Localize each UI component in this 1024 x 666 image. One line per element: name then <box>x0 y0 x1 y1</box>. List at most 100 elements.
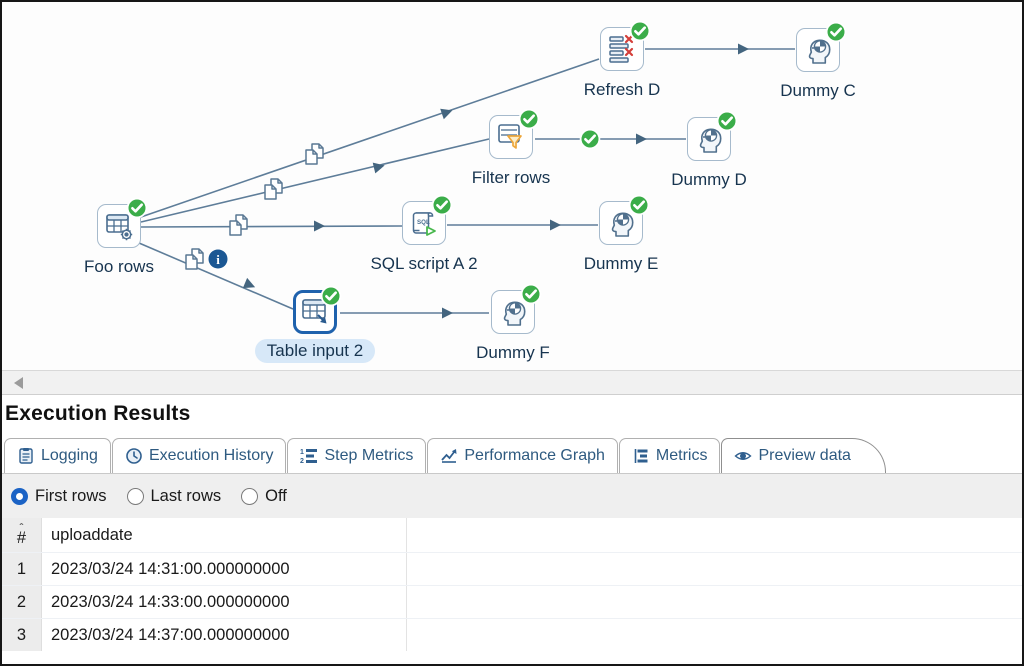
hops-layer: i <box>138 43 795 319</box>
uploaddate-cell[interactable]: 2023/03/24 14:37:00.000000000 <box>42 619 407 651</box>
svg-text:1: 1 <box>300 449 304 456</box>
svg-text:SQL: SQL <box>417 219 430 226</box>
radio-first-rows[interactable]: First rows <box>11 487 107 506</box>
radio-last-rows[interactable]: Last rows <box>126 486 222 506</box>
empty-cell <box>407 586 1022 618</box>
step-dummy-c[interactable]: Dummy C <box>748 21 888 101</box>
step-dummy-d[interactable]: Dummy D <box>639 110 779 190</box>
step-label: Dummy E <box>583 254 659 273</box>
step-dummy-e[interactable]: Dummy E <box>551 194 691 274</box>
table-row[interactable]: 1 2023/03/24 14:31:00.000000000 <box>2 552 1022 585</box>
preview-data-table: ˆ # uploaddate 1 2023/03/24 14:31:00.000… <box>2 518 1022 662</box>
tab-step-metrics[interactable]: 1 2 Step Metrics <box>287 438 427 473</box>
dummy-icon <box>491 283 542 334</box>
transformation-canvas[interactable]: i <box>2 2 1022 371</box>
svg-text:i: i <box>216 252 220 267</box>
table-header-filler <box>407 518 1022 552</box>
metrics-icon <box>634 449 648 463</box>
step-label: SQL script A 2 <box>370 254 478 273</box>
hop-foo-rows-sql-script[interactable] <box>140 225 403 228</box>
svg-text:2: 2 <box>300 458 304 465</box>
tab-logging[interactable]: Logging <box>4 438 111 473</box>
step-dummy-f[interactable]: Dummy F <box>443 283 583 363</box>
dummy-icon <box>599 194 650 245</box>
results-tab-bar: Logging Execution History 1 2 Step Metri… <box>2 435 1022 473</box>
radio-selected-icon[interactable] <box>11 487 28 505</box>
row-number-cell[interactable]: 1 <box>2 553 42 585</box>
radio-off[interactable]: Off <box>241 487 287 506</box>
step-refresh-d[interactable]: Refresh D <box>552 20 692 100</box>
hop-success-check-icon <box>579 128 601 150</box>
hop-foo-rows-filter-rows[interactable] <box>140 138 490 223</box>
success-badge-icon <box>320 285 342 307</box>
canvas-horizontal-scrollbar[interactable] <box>2 371 1022 395</box>
step-label: Dummy C <box>780 81 856 100</box>
radio-label: First rows <box>35 486 107 505</box>
table-row[interactable]: 2 2023/03/24 14:33:00.000000000 <box>2 585 1022 618</box>
tab-label: Step Metrics <box>324 447 414 464</box>
step-label: Refresh D <box>583 80 661 99</box>
table-row[interactable]: 3 2023/03/24 14:37:00.000000000 <box>2 618 1022 651</box>
step-label: Foo rows <box>84 257 154 276</box>
success-badge-icon <box>520 283 542 305</box>
tab-label: Logging <box>41 447 98 464</box>
tab-metrics[interactable]: Metrics <box>618 438 721 473</box>
logging-icon <box>19 448 33 464</box>
uploaddate-cell[interactable]: 2023/03/24 14:33:00.000000000 <box>42 586 407 618</box>
tab-label: Preview data <box>758 447 851 464</box>
dummy-icon <box>796 21 847 72</box>
empty-cell <box>407 619 1022 651</box>
tab-execution-history[interactable]: Execution History <box>111 438 287 473</box>
uploaddate-cell[interactable]: 2023/03/24 14:31:00.000000000 <box>42 553 407 585</box>
execution-results-title: Execution Results <box>5 402 191 425</box>
tab-label: Execution History <box>148 447 274 464</box>
success-badge-icon <box>431 194 453 216</box>
radio-label: Last rows <box>150 486 222 505</box>
empty-cell <box>407 553 1022 585</box>
radio-label: Off <box>265 486 287 505</box>
hop-foo-rows-table-input-2[interactable] <box>138 242 294 310</box>
hop-arrow-icon <box>242 277 256 289</box>
tab-label: Performance Graph <box>464 447 605 464</box>
delete-rows-icon <box>600 20 651 71</box>
table-input-gear-icon <box>97 197 148 248</box>
success-badge-icon <box>126 197 148 219</box>
hop-arrow-icon <box>372 162 385 174</box>
hop-arrow-icon <box>442 307 453 319</box>
filter-rows-icon <box>489 108 540 159</box>
sql-script-icon: SQL <box>402 194 453 245</box>
copy-files-icon <box>229 214 248 236</box>
step-label: Dummy F <box>476 343 550 362</box>
scroll-left-icon[interactable] <box>14 377 23 389</box>
step-filter-rows[interactable]: Filter rows <box>441 108 581 188</box>
step-sql-script-a-2[interactable]: SQL SQL script A 2 <box>354 194 494 274</box>
step-label: Table input 2 <box>254 339 376 363</box>
preview-data-icon <box>734 452 753 460</box>
hop-arrow-icon <box>314 220 325 232</box>
execution-results-header: Execution Results <box>2 395 1022 435</box>
step-metrics-icon: 1 2 <box>300 449 318 465</box>
hop-arrow-icon <box>738 43 749 55</box>
hop-arrow-icon <box>440 108 453 120</box>
info-hop-icon: i <box>208 249 228 269</box>
row-number-header[interactable]: ˆ # <box>2 518 42 552</box>
preview-mode-radios: First rows Last rows Off <box>2 473 1022 518</box>
step-label: Filter rows <box>471 168 551 187</box>
step-foo-rows[interactable]: Foo rows <box>49 197 189 277</box>
row-number-cell[interactable]: 3 <box>2 619 42 651</box>
success-badge-icon <box>518 108 540 130</box>
copy-files-icon <box>264 178 283 200</box>
column-header-uploaddate[interactable]: uploaddate <box>42 518 407 552</box>
step-table-input-2[interactable]: Table input 2 <box>245 285 385 363</box>
execution-history-icon <box>126 448 142 464</box>
hop-foo-rows-refresh-d[interactable] <box>140 58 600 218</box>
tab-performance-graph[interactable]: Performance Graph <box>427 438 618 473</box>
hop-arrow-icon <box>636 133 647 145</box>
dummy-icon <box>687 110 738 161</box>
radio-unselected-icon[interactable] <box>241 487 259 505</box>
radio-unselected-icon[interactable] <box>126 487 144 505</box>
tab-preview-data[interactable]: Preview data <box>721 438 886 473</box>
performance-graph-icon <box>441 449 457 463</box>
row-number-cell[interactable]: 2 <box>2 586 42 618</box>
